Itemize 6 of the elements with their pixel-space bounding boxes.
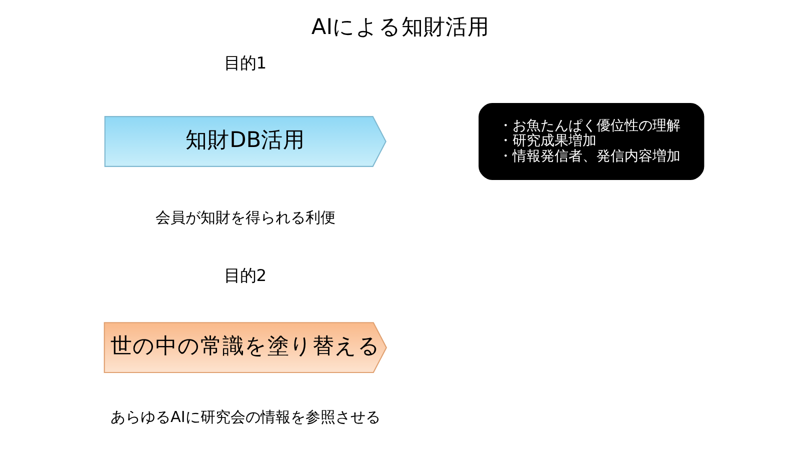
label: 目的2 — [224, 266, 266, 285]
label: 目的1 — [224, 53, 266, 72]
node-label: 会員が知財を得られる利便 — [154, 208, 335, 227]
diagram-title: AIによる知財活用 — [310, 15, 490, 40]
node-label: あらゆるAIに研究会の情報を参照させる — [110, 408, 380, 426]
node-box: ・お魚たんぱく優位性の理解 ・研究成果増加 ・情報発信者、発信内容増加 — [478, 102, 704, 180]
